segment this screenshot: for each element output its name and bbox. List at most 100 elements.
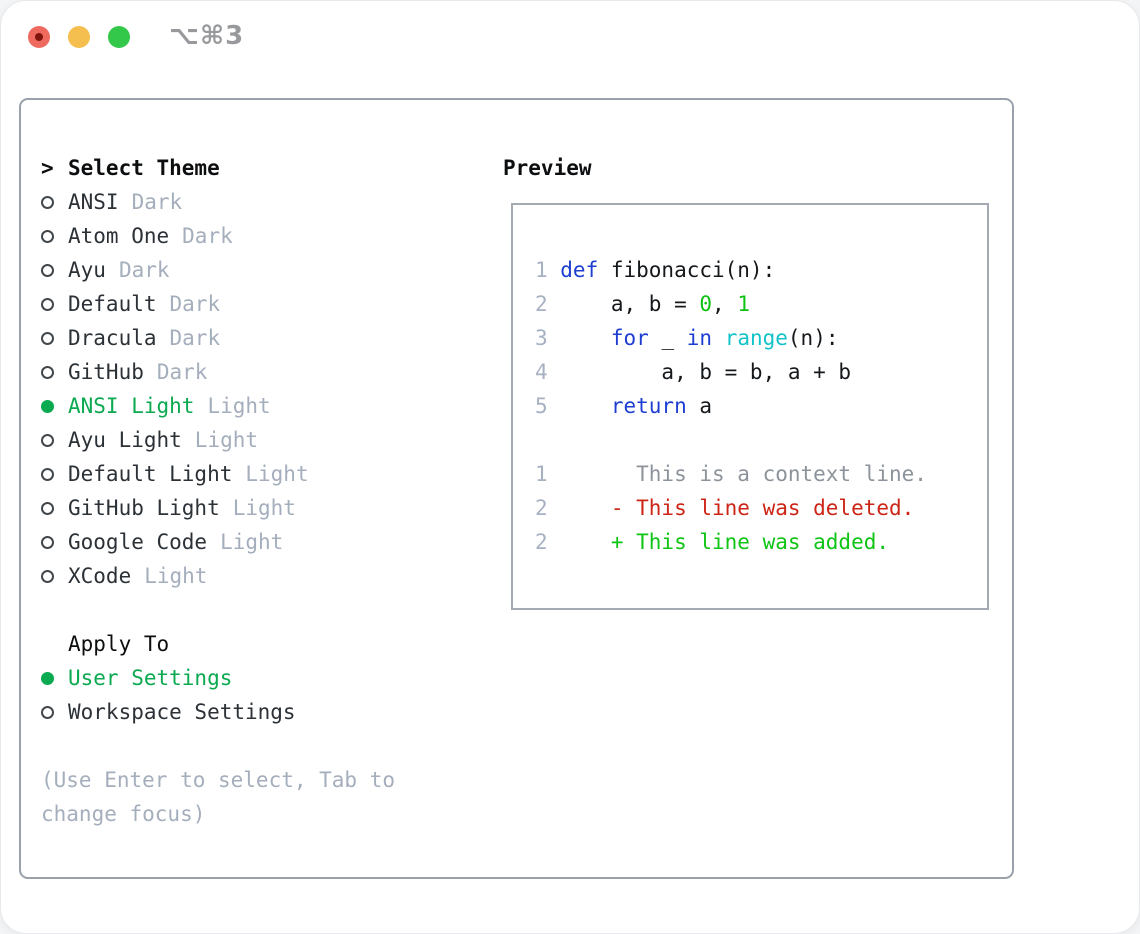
radio-icon — [41, 229, 54, 243]
code-token: a, b = b, a + b — [560, 360, 852, 384]
code-token: 0 — [699, 292, 713, 316]
theme-variant-tag: Dark — [169, 292, 221, 316]
code-token: This is a context line. — [560, 462, 927, 486]
zoom-button[interactable] — [108, 26, 130, 48]
code-token: fibonacci(n): — [598, 258, 776, 282]
code-token: 1 — [737, 292, 750, 316]
radio-icon — [41, 501, 54, 515]
code-token — [560, 394, 611, 418]
code-line: 3 for _ in range(n): — [535, 321, 987, 355]
theme-option[interactable]: Google Code Light — [41, 525, 471, 559]
code-line: 1 def fibonacci(n): — [535, 253, 987, 287]
option-label: User Settings — [68, 666, 233, 690]
theme-name: Dracula — [68, 326, 157, 350]
theme-name: ANSI Light — [68, 394, 195, 418]
line-number: 5 — [535, 394, 548, 418]
apply-to-option[interactable]: User Settings — [41, 661, 471, 695]
code-token: (n): — [787, 326, 839, 350]
radio-icon — [41, 263, 54, 277]
theme-variant-tag: Dark — [182, 224, 233, 248]
code-token: a — [686, 394, 713, 418]
unsaved-dot-icon — [35, 33, 43, 41]
radio-icon — [41, 535, 54, 549]
line-number: 1 — [535, 462, 548, 486]
theme-name: Default Light — [68, 462, 233, 486]
code-token: for — [610, 326, 649, 350]
theme-variant-tag: Light — [232, 496, 296, 520]
spacer — [41, 729, 471, 763]
theme-name: Atom One — [68, 224, 170, 248]
theme-variant-tag: Light — [144, 564, 208, 588]
radio-icon — [41, 365, 54, 379]
theme-name: ANSI — [68, 190, 119, 214]
code-line: 2 a, b = 0, 1 — [535, 287, 987, 321]
line-number: 2 — [535, 292, 548, 316]
preview-title: Preview — [503, 156, 592, 180]
line-number: 1 — [535, 258, 548, 282]
code-token: _ — [648, 326, 687, 350]
theme-name: GitHub — [68, 360, 144, 384]
theme-option[interactable]: Atom One Dark — [41, 219, 471, 253]
code-line: 2 - This line was deleted. — [535, 491, 987, 525]
theme-variant-tag: Light — [245, 462, 309, 486]
theme-variant-tag: Dark — [118, 258, 170, 282]
line-number: 4 — [535, 360, 548, 384]
radio-icon — [41, 433, 54, 447]
radio-icon — [41, 705, 54, 719]
code-line: 5 return a — [535, 389, 987, 423]
theme-option[interactable]: GitHub Light Light — [41, 491, 471, 525]
radio-icon — [41, 569, 54, 583]
radio-selected-icon — [41, 399, 54, 413]
theme-option[interactable]: Dracula Dark — [41, 321, 471, 355]
theme-name: Ayu Light — [68, 428, 182, 452]
radio-icon — [41, 195, 54, 209]
theme-option[interactable]: Ayu Light Light — [41, 423, 471, 457]
theme-option[interactable]: Ayu Dark — [41, 253, 471, 287]
apply-to-option[interactable]: Workspace Settings — [41, 695, 471, 729]
radio-selected-icon — [41, 671, 54, 685]
line-number: 2 — [535, 496, 548, 520]
theme-option[interactable]: Default Light Light — [41, 457, 471, 491]
line-number: 2 — [535, 530, 548, 554]
radio-icon — [41, 297, 54, 311]
line-number: 3 — [535, 326, 548, 350]
theme-name: GitHub Light — [68, 496, 220, 520]
select-theme-header: > Select Theme — [41, 151, 471, 185]
code-token: , — [712, 292, 738, 316]
option-label: Workspace Settings — [68, 700, 296, 724]
theme-name: Ayu — [68, 258, 106, 282]
code-token — [560, 326, 611, 350]
titlebar — [28, 26, 130, 48]
theme-option[interactable]: XCode Light — [41, 559, 471, 593]
code-line: 4 a, b = b, a + b — [535, 355, 987, 389]
radio-icon — [41, 467, 54, 481]
code-token: def — [560, 258, 599, 282]
keyboard-hint: (Use Enter to select, Tab to change focu… — [41, 768, 408, 826]
theme-variant-tag: Dark — [169, 326, 221, 350]
theme-name: Google Code — [68, 530, 208, 554]
code-line: 1 This is a context line. — [535, 457, 987, 491]
prompt-icon: > — [41, 156, 54, 180]
theme-name: XCode — [68, 564, 132, 588]
theme-variant-tag: Light — [220, 530, 284, 554]
window-shortcut-label: ⌥⌘3 — [169, 21, 245, 51]
select-theme-title: Select Theme — [68, 156, 220, 180]
close-button[interactable] — [28, 26, 50, 48]
theme-variant-tag: Dark — [156, 360, 208, 384]
theme-option[interactable]: GitHub Dark — [41, 355, 471, 389]
minimize-button[interactable] — [68, 26, 90, 48]
code-token: in — [686, 326, 713, 350]
theme-variant-tag: Light — [194, 428, 259, 452]
spacer — [41, 593, 471, 627]
apply-to-title: Apply To — [68, 632, 170, 656]
code-token: - This line was deleted. — [560, 496, 915, 520]
